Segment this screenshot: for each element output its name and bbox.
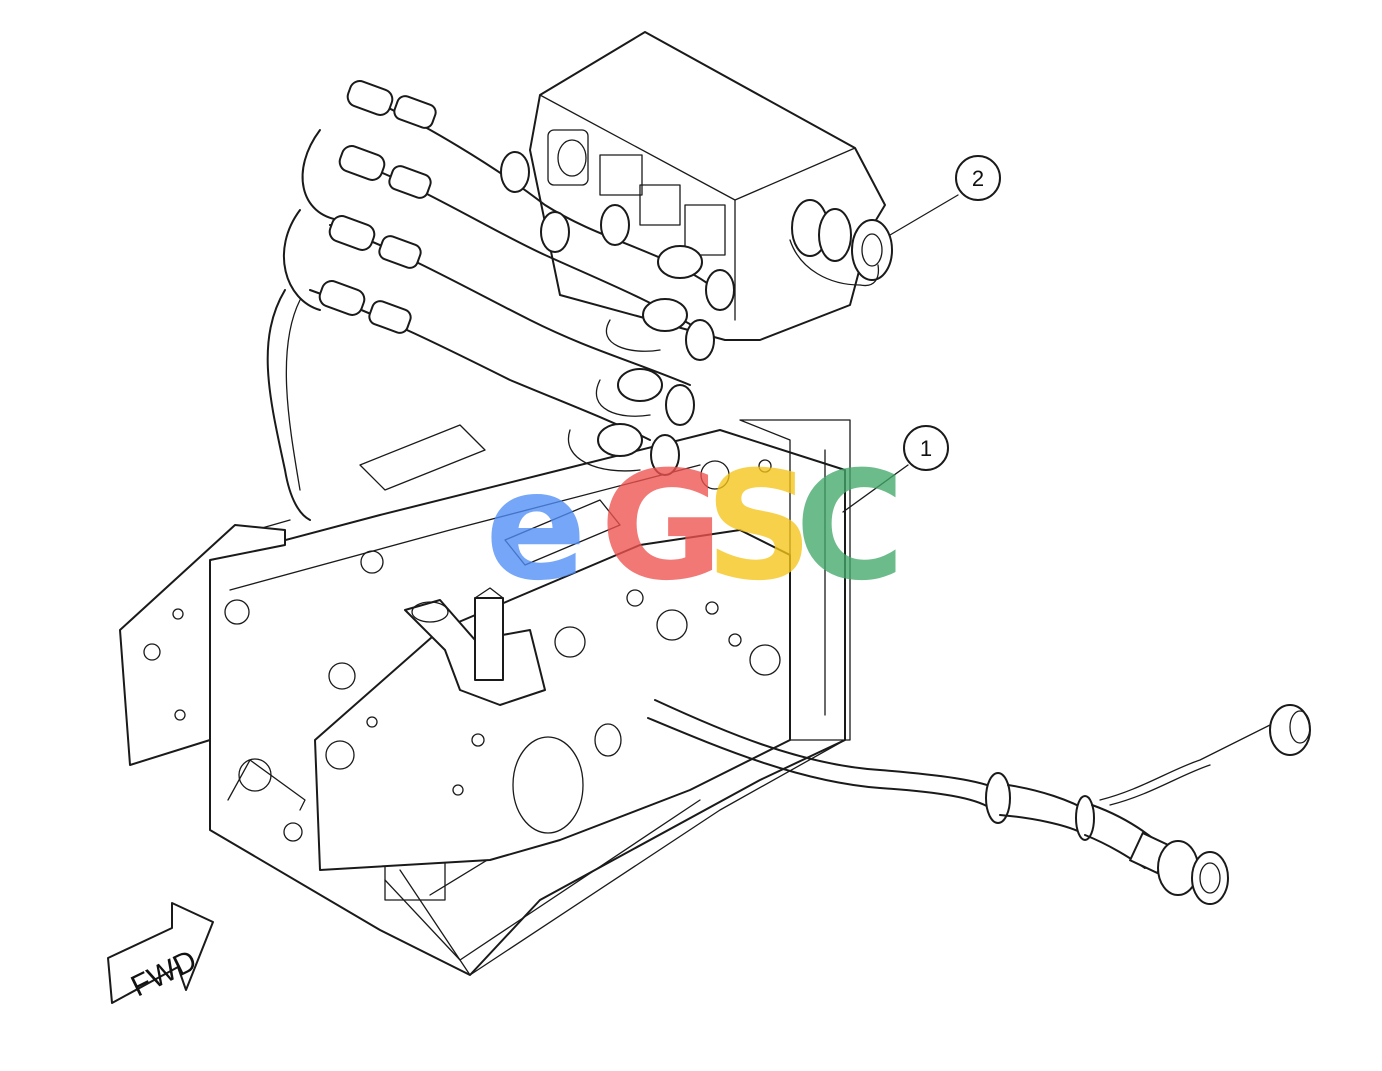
callout-2: 2: [889, 155, 1001, 236]
watermark-letter-e: e: [485, 440, 587, 614]
callout-1-label: 1: [920, 436, 932, 461]
fwd-arrow: FWD: [107, 902, 214, 1004]
callout-1: 1: [842, 425, 949, 513]
cap-connector: [789, 199, 893, 287]
watermark: e G S C: [485, 440, 905, 614]
callout-2-label: 2: [972, 166, 984, 191]
warning-decals: [359, 424, 621, 566]
cam-plate: [314, 419, 851, 871]
side-bracket: [119, 524, 356, 842]
hose-assembly: [266, 80, 735, 521]
callout-1-circle: [903, 425, 949, 471]
control-housing: [529, 31, 886, 341]
callout-2-circle: [955, 155, 1001, 201]
latch-lever: [404, 587, 546, 706]
cable-harness: [647, 699, 1311, 905]
watermark-letter-c: C: [795, 440, 905, 614]
watermark-letter-s: S: [705, 440, 813, 614]
watermark-letter-g: G: [600, 440, 723, 614]
